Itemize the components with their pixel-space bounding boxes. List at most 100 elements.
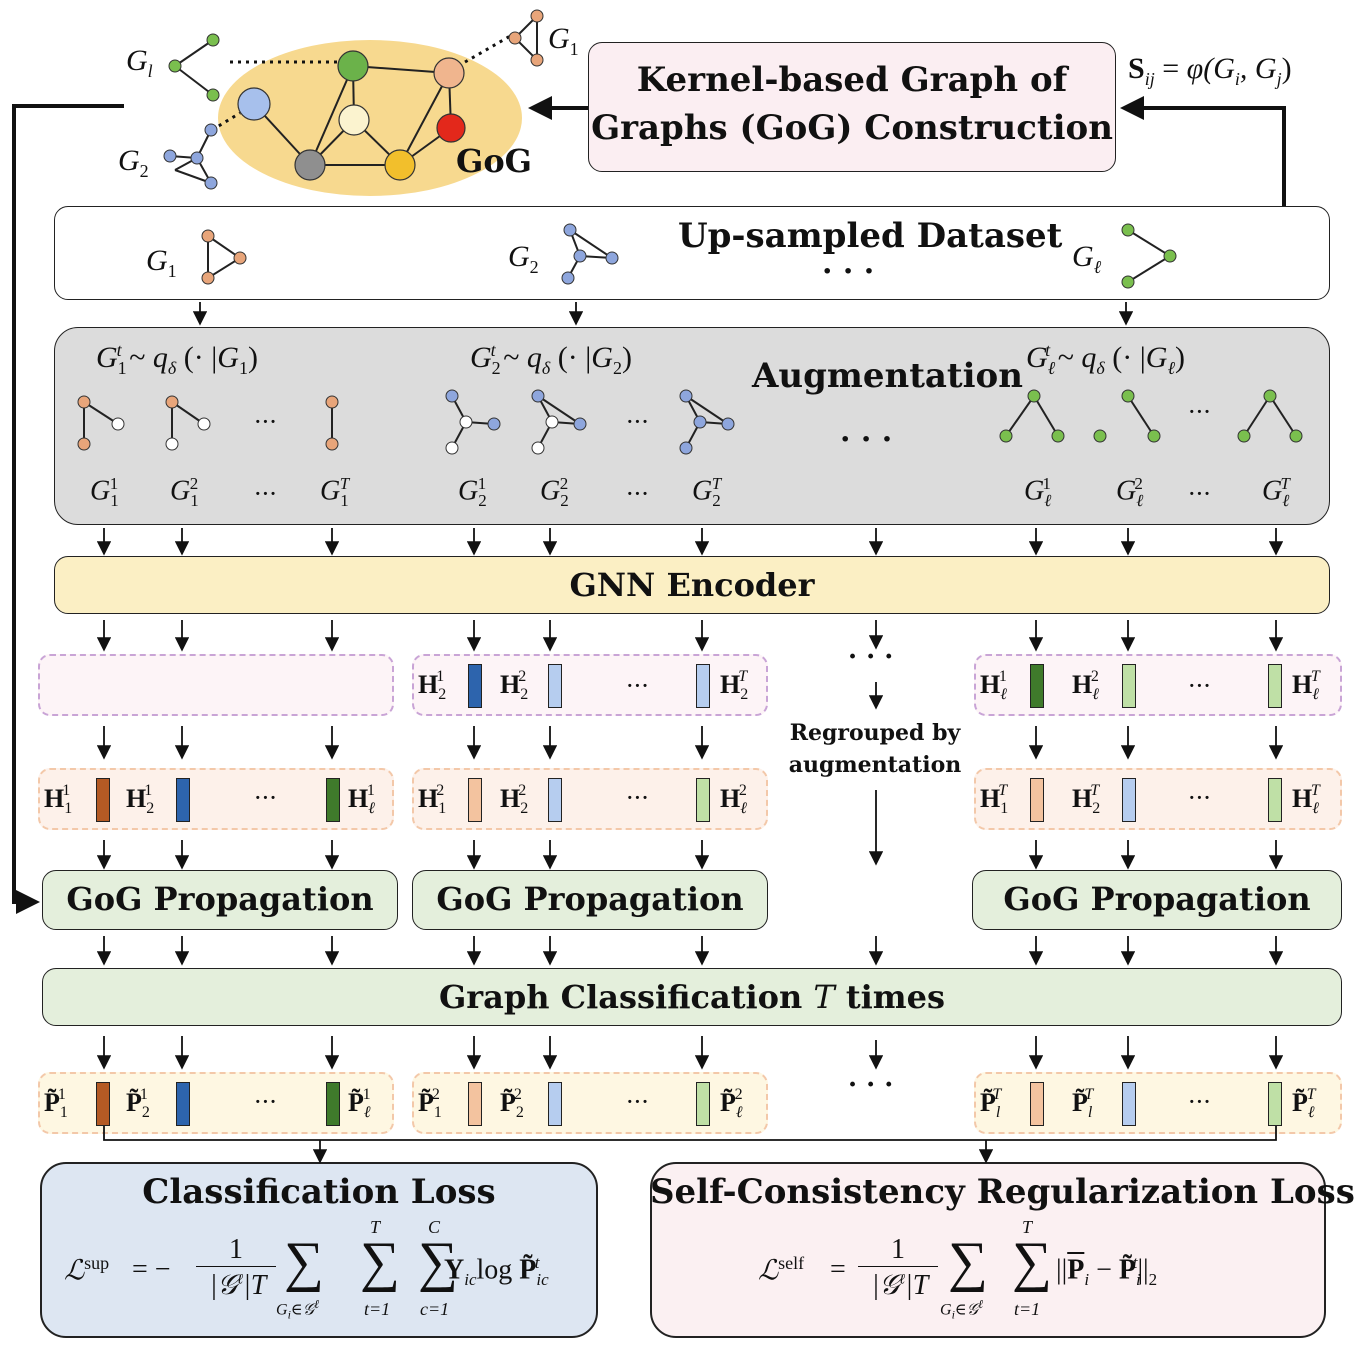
gog-node-blue (237, 87, 271, 121)
p-2-2: P̃22 (500, 1086, 524, 1122)
aug-g1-1: G11 (90, 474, 119, 510)
p-l-1: P̃ℓ1 (348, 1086, 371, 1122)
h-1-2: H12 (418, 782, 447, 818)
h-1-1: H11 (44, 782, 73, 818)
dataset-box (54, 206, 1330, 300)
aug-graph-dots-l: ··· (1188, 398, 1211, 426)
aug-graph-dots-1: ··· (254, 408, 277, 436)
self-consistency-loss-title: Self-Consistency Regularization Loss (650, 1172, 1355, 1212)
vec-rT-2 (1122, 778, 1136, 822)
vec-r1-l (326, 778, 340, 822)
h-l-1: Hℓ1 (980, 668, 1007, 704)
h-2-Tb: H2T (1072, 782, 1101, 818)
h-2-2: H22 (500, 668, 529, 704)
dataset-g2: G2 (508, 240, 539, 277)
classification-loss-title: Classification Loss (142, 1172, 496, 1212)
pred-dots-T: ··· (1188, 1088, 1211, 1116)
p-l-2: P̃ℓ2 (720, 1086, 743, 1122)
vec-r2-1 (468, 778, 482, 822)
aug-graph-dots-2: ··· (626, 408, 649, 436)
gog-node-gray (294, 149, 326, 181)
aug-dist-2: G2t ~ qδ (· |G2) (470, 340, 632, 378)
dataset-gl: Gℓ (1072, 240, 1102, 277)
aug-dist-l: Gℓt ~ qδ (· |Gℓ) (1026, 340, 1185, 378)
p-l-T: P̃ℓT (1292, 1086, 1316, 1122)
regroup-line2: augmentation (788, 752, 962, 778)
gnn-encoder-title: GNN Encoder (569, 566, 815, 604)
augmentation-ellipsis: · · · (840, 422, 893, 457)
vec-r1-1 (96, 778, 110, 822)
vec-r1-2 (176, 778, 190, 822)
gog-node-yellow (384, 149, 416, 181)
gog-propagation-1 (42, 870, 398, 930)
aug-gl-T: GℓT (1262, 474, 1290, 510)
vec-r2-l (696, 778, 710, 822)
emb-group-empty (38, 654, 394, 716)
g1-label-top: G1 (548, 22, 579, 59)
pvec-T-2 (1122, 1082, 1136, 1126)
emb-dots-gl: ··· (1188, 672, 1211, 700)
aug-dist-1: G1t ~ qδ (· |G1) (96, 340, 258, 378)
emb-dots-rT: ··· (1188, 784, 1211, 812)
h-2-1: H21 (418, 668, 447, 704)
emb-dots-g2: ··· (626, 672, 649, 700)
h-2-2b: H22 (500, 782, 529, 818)
h-l-2b: Hℓ2 (720, 782, 747, 818)
emb-dots-r1: ··· (254, 784, 277, 812)
vec-h22 (548, 664, 562, 708)
augmentation-box (54, 327, 1330, 525)
kernel-title-line2: Graphs (GoG) Construction (591, 108, 1113, 148)
aug-g2-T: G2T (692, 474, 722, 510)
vec-rT-l (1268, 778, 1282, 822)
h-l-1b: Hℓ1 (348, 782, 375, 818)
pvec-2-l (696, 1082, 710, 1126)
p-l-T-2: P̃lT (1072, 1086, 1094, 1122)
pvec-2-1 (468, 1082, 482, 1126)
gl-label: Gl (126, 44, 153, 81)
gog-propagation-1-label: GoG Propagation (66, 880, 374, 918)
pvec-1-l (326, 1082, 340, 1126)
kernel-title-line1: Kernel-based Graph of (636, 60, 1068, 100)
regroup-line1: Regrouped by (789, 720, 961, 746)
kernel-construction-box (588, 42, 1116, 172)
self-consistency-loss-box (650, 1162, 1326, 1338)
h-1-T: H1T (980, 782, 1009, 818)
p-l-T-1: P̃lT (980, 1086, 1002, 1122)
graph-classification-title: Graph Classification T times (438, 978, 946, 1016)
aug-g1-T: G1T (320, 474, 350, 510)
dataset-ellipsis: · · · (822, 254, 875, 289)
aug-dots-l: ··· (1188, 480, 1211, 508)
emb-dots-r2: ··· (626, 784, 649, 812)
gog-node-peach (433, 57, 465, 89)
g2-label-top: G2 (118, 144, 149, 181)
vec-hl1 (1030, 664, 1044, 708)
pvec-T-l (1268, 1082, 1282, 1126)
h-2-T: H2T (720, 668, 749, 704)
h-l-T: HℓT (1292, 668, 1320, 704)
vec-r2-2 (548, 778, 562, 822)
vec-rT-1 (1030, 778, 1044, 822)
gog-propagation-3 (972, 870, 1342, 930)
aug-g2-1: G21 (458, 474, 487, 510)
pred-dots-2: ··· (626, 1088, 649, 1116)
pvec-1-2 (176, 1082, 190, 1126)
gog-propagation-3-label: GoG Propagation (1003, 880, 1311, 918)
augmentation-title: Augmentation (752, 356, 1023, 396)
aug-g1-2: G12 (170, 474, 199, 510)
dataset-g1: G1 (146, 244, 177, 281)
gog-node-cream (338, 104, 370, 136)
dataset-title: Up-sampled Dataset (678, 216, 1063, 256)
gog-node-red (436, 113, 466, 143)
h-l-2: Hℓ2 (1072, 668, 1099, 704)
vec-h21 (468, 664, 482, 708)
aug-dots-2: ··· (626, 480, 649, 508)
pred-dots-1: ··· (254, 1088, 277, 1116)
h-l-Tb: HℓT (1292, 782, 1320, 818)
p-1-1: P̃11 (44, 1086, 68, 1122)
pvec-2-2 (548, 1082, 562, 1126)
gog-node-green (337, 50, 369, 82)
pvec-T-1 (1030, 1082, 1044, 1126)
graph-classification-box (42, 968, 1342, 1026)
